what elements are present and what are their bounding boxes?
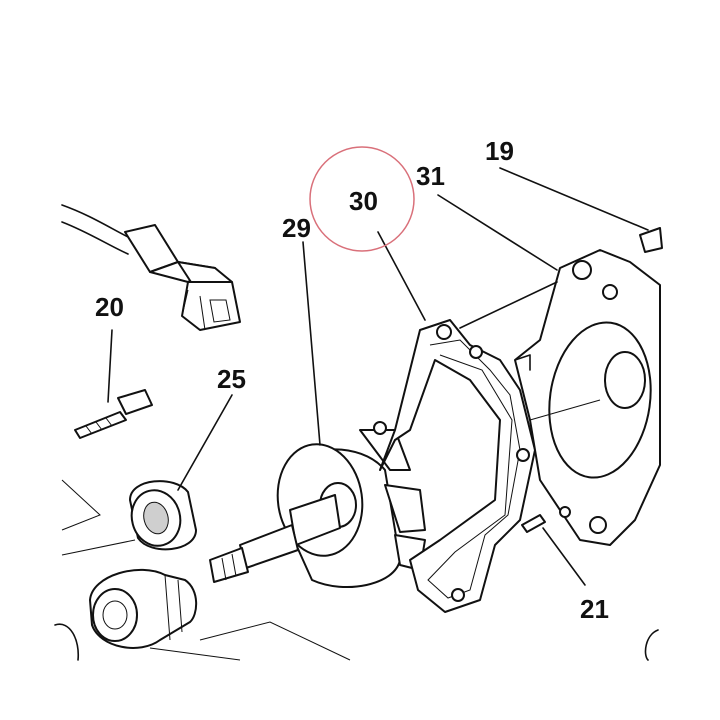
dowel-pin-part <box>521 514 546 533</box>
leader-31-b <box>459 281 558 329</box>
stud-part <box>639 227 663 253</box>
callout-31: 31 <box>416 161 445 191</box>
callout-29: 29 <box>282 213 311 243</box>
callout-30: 30 <box>349 186 378 216</box>
bushing-part <box>129 480 197 551</box>
bolt-part <box>74 389 153 439</box>
leader-lines <box>107 167 649 586</box>
leader-25 <box>177 394 233 491</box>
edge-fragment <box>644 629 659 661</box>
leader-31 <box>437 194 558 271</box>
leader-29 <box>302 241 321 446</box>
callout-25: 25 <box>217 364 246 394</box>
callout-19: 19 <box>485 136 514 166</box>
callout-20: 20 <box>95 292 124 322</box>
coupling-part <box>54 568 198 661</box>
gasket-part <box>373 319 536 613</box>
leader-20 <box>107 329 113 403</box>
pump-impeller-part <box>209 429 426 588</box>
leader-19 <box>499 167 649 231</box>
leader-30 <box>377 231 426 321</box>
leader-21 <box>542 527 586 586</box>
callout-21: 21 <box>580 594 609 624</box>
guide-lines <box>61 479 351 661</box>
sensor-connector <box>61 204 241 331</box>
highlight-ring <box>309 146 415 252</box>
pump-housing-part <box>514 249 661 546</box>
